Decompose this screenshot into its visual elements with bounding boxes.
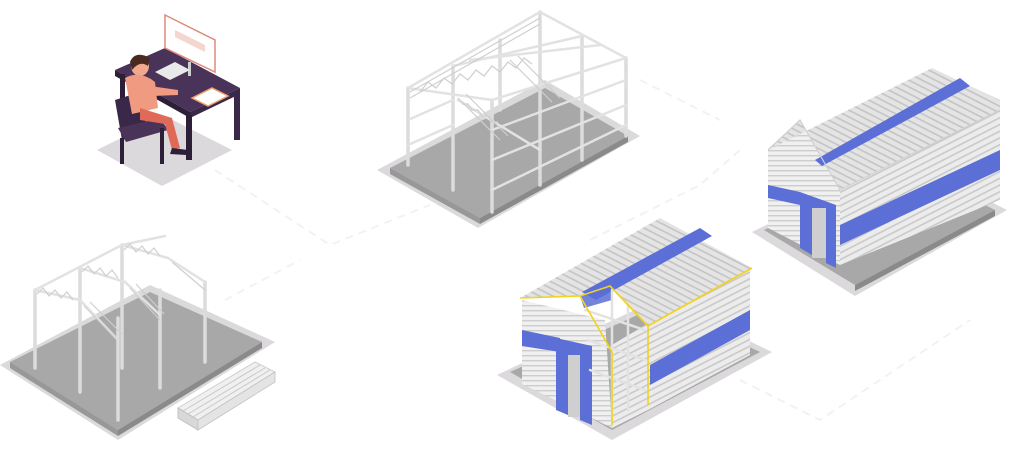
steel-frame-icon [0, 234, 277, 440]
beam-stack [177, 361, 277, 431]
designer-at-desk-icon [97, 13, 240, 186]
cladding-building-icon [497, 218, 772, 440]
building-frame-icon [377, 10, 640, 228]
finished-building-icon [752, 68, 1007, 296]
process-connectors [214, 79, 971, 422]
